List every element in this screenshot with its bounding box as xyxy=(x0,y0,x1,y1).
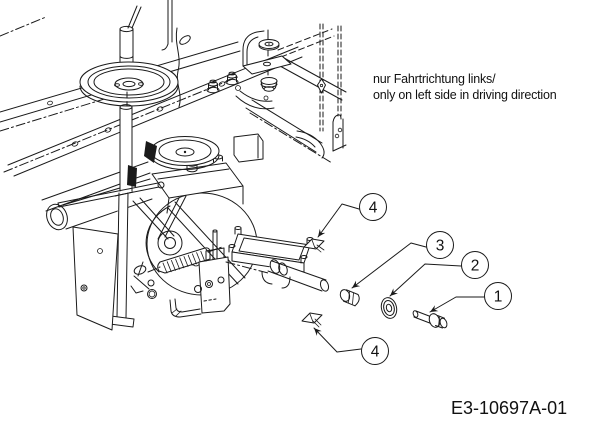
lift-lever-bar xyxy=(57,181,165,208)
callout-4-upper[interactable]: 4 xyxy=(317,193,387,238)
frame-rails xyxy=(0,0,335,231)
callout-2-label: 2 xyxy=(471,258,480,275)
side-annotation: nur Fahrtrichtung links/ only on left si… xyxy=(373,71,557,103)
hanger-rods xyxy=(317,23,347,152)
engine-pulley-assembly xyxy=(79,5,179,107)
drawing-number: E3-10697A-01 xyxy=(451,398,568,418)
annotation-line-english: only on left side in driving direction xyxy=(373,88,557,102)
washer-part xyxy=(380,297,398,319)
belt-keeper-clip-upper xyxy=(303,238,325,253)
callout-3-balloon[interactable] xyxy=(426,231,454,259)
lift-post xyxy=(119,104,137,192)
idler-mount-hardware xyxy=(242,29,292,92)
brake-cover-box xyxy=(233,133,264,163)
callout-4-lower-label: 4 xyxy=(371,344,380,361)
axle-shaft-end xyxy=(319,279,330,292)
frame-cross-members xyxy=(245,57,347,164)
callout-1[interactable]: 1 xyxy=(429,282,512,313)
callout-4-upper-balloon[interactable] xyxy=(359,193,387,221)
callout-2-balloon[interactable] xyxy=(461,251,489,279)
callout-2[interactable]: 2 xyxy=(389,251,489,297)
spacer-nut-part xyxy=(339,289,360,307)
callouts: 4 3 2 1 4 xyxy=(313,193,512,365)
callout-4-lower-balloon[interactable] xyxy=(361,337,389,365)
callout-4-upper-label: 4 xyxy=(369,200,378,217)
callout-4-lower[interactable]: 4 xyxy=(313,327,389,365)
spring-coil-hatching xyxy=(162,250,206,274)
transaxle-assembly xyxy=(72,154,330,331)
callout-1-label: 1 xyxy=(494,289,503,306)
hex-bolt-part xyxy=(412,310,448,329)
callout-3-label: 3 xyxy=(436,238,445,255)
callout-3[interactable]: 3 xyxy=(351,231,454,289)
belt-keeper-clip-lower xyxy=(301,312,323,328)
transaxle-input-pulley xyxy=(144,133,264,170)
side-bracket-plate xyxy=(72,226,119,331)
annotation-line-german: nur Fahrtrichtung links/ xyxy=(373,72,496,86)
callout-1-balloon[interactable] xyxy=(484,282,512,310)
rubber-bushing xyxy=(260,77,278,85)
